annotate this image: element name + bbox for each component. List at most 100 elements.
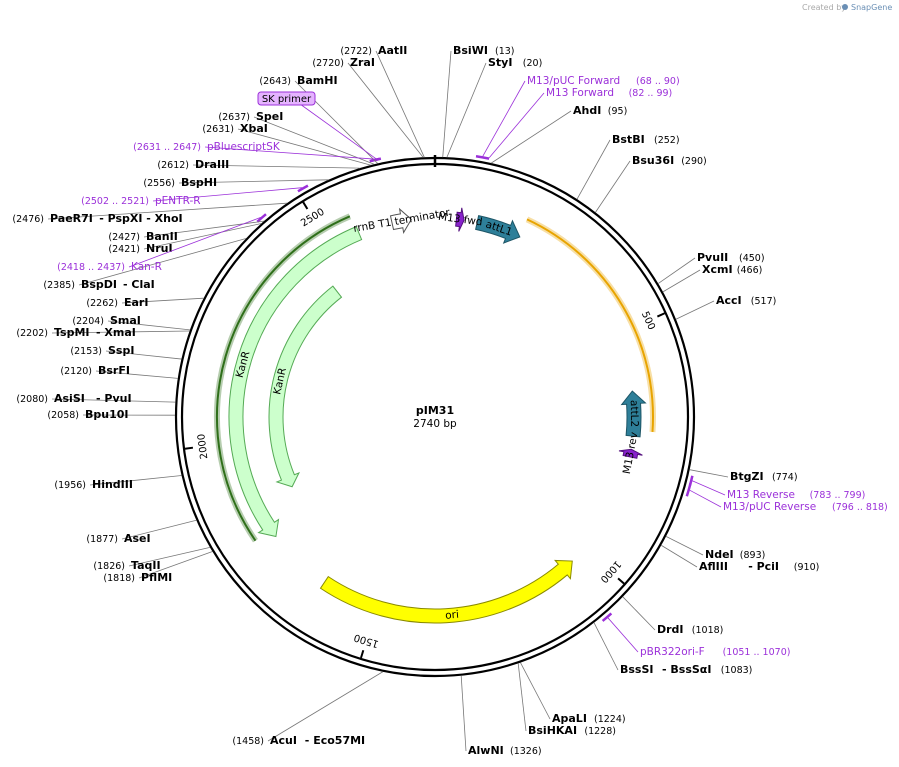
primer-leader-pentr-r [152, 187, 303, 202]
site-pos: (1083) [721, 665, 753, 676]
site-name: DraIII [195, 158, 229, 171]
site-pos: (1818) [103, 573, 135, 584]
site-pos: (13) [495, 46, 515, 57]
site-apali: ApaLI(1224) [552, 712, 626, 725]
site-pos: (252) [654, 135, 680, 146]
site-pos: (2556) [143, 178, 175, 189]
backbone-ring [174, 155, 696, 678]
site-name: PflMI [141, 571, 172, 584]
site-leader-bsrfi [95, 370, 178, 379]
feature-label-ori: ori [445, 609, 460, 622]
primer-leader-m13-reverse [692, 480, 726, 496]
site-name: NdeI [705, 548, 734, 561]
site-pvuii: PvuII(450) [697, 251, 765, 264]
site-leader-asei [121, 519, 197, 540]
site-leader-tspmi [51, 330, 190, 334]
site-pos: (2637) [218, 112, 250, 123]
site-pos: (2080) [16, 394, 48, 405]
site-leader-sspi [105, 350, 182, 360]
site-name: AcuI [270, 734, 297, 747]
site-leader-draiii [192, 164, 360, 169]
feature-attl2 [620, 390, 647, 438]
site-extra: - BssSαI [662, 663, 711, 676]
site-name: AhdI [573, 104, 601, 117]
site-bsssi: BssSI- BssSαI(1083) [620, 663, 752, 676]
pbr322-mark [601, 612, 613, 622]
feature-attl1 [475, 215, 521, 244]
tick-mark [360, 649, 365, 659]
site-leader-smai [107, 320, 191, 331]
site-name: BanII [146, 230, 178, 243]
ring-outer [174, 156, 696, 678]
site-bsrfi: (2120)BsrFI [60, 364, 130, 377]
site-pos: (2720) [312, 58, 344, 69]
site-pos: (95) [608, 106, 628, 117]
site-pflmi: (1818) PflMI [103, 571, 172, 584]
site-ndei: NdeI (893) [705, 548, 765, 561]
site-leader-pvuii [657, 257, 696, 284]
site-pos: (517) [751, 296, 777, 307]
site-leader-asisi [51, 398, 176, 403]
site-leader-bsiwi [442, 50, 452, 158]
site-extra: - PciI [748, 560, 779, 573]
tick-mark [184, 446, 194, 450]
site-bspdi: (2385)BspDI- ClaI [43, 278, 154, 291]
site-hindiii: (1956)HindIII [54, 478, 133, 491]
site-pos: (20) [523, 58, 543, 69]
feature-label-m13-fwd: M13 fwd [437, 211, 483, 229]
feature-ori [319, 559, 573, 624]
site-bpu10i: (2058)Bpu10I [47, 408, 128, 421]
primer-pos: (2418 .. 2437) [57, 262, 125, 273]
site-pos: (2385) [43, 280, 75, 291]
site-name: ZraI [350, 56, 375, 69]
site-leader-btgzi [689, 469, 729, 478]
plasmid-name: pIM31 [416, 404, 454, 417]
site-leader-bsssi [593, 622, 619, 671]
tick-mark [617, 577, 625, 585]
site-name: SpeI [256, 110, 283, 123]
site-extra: - Eco57MI [305, 734, 365, 747]
primer-pos: (82 .. 99) [629, 88, 673, 99]
primer-m13-reverse: M13 Reverse(783 .. 799) [727, 489, 865, 501]
primer-name: M13/pUC Forward [527, 75, 620, 87]
primer-m13-puc-reverse: M13/pUC Reverse(796 .. 818) [723, 501, 888, 513]
site-zrai: (2720) ZraI [312, 56, 375, 69]
site-name: AflIII [699, 560, 728, 573]
site-pos: (2427) [108, 232, 140, 243]
site-leader-afliii [660, 544, 698, 568]
site-leader-ahdi [490, 110, 572, 164]
site-name: BspHI [181, 176, 217, 189]
site-spei: (2637) SpeI [218, 110, 283, 123]
site-leader-ndei [665, 536, 704, 556]
primer-pos: (1051 .. 1070) [723, 647, 791, 658]
snapgene-logo-icon [842, 4, 848, 10]
tick-label: 1000 [598, 558, 623, 584]
site-name: StyI [488, 56, 512, 69]
site-pos: (2643) [259, 76, 291, 87]
primer-leader-pbluescriptsk [204, 146, 375, 160]
site-pos: (2202) [16, 328, 48, 339]
primer-pbluescriptsk: (2631 .. 2647)pBluescriptSK [133, 141, 281, 153]
site-xcmi: XcmI(466) [702, 263, 762, 276]
sk-primer-leader [299, 103, 377, 159]
site-name: AccI [716, 294, 742, 307]
tick-mark [302, 201, 309, 210]
site-name: TspMI [54, 326, 90, 339]
site-pos: (2204) [72, 316, 104, 327]
primer-name: M13 Reverse [727, 489, 795, 501]
site-alwni: AlwNI(1326) [468, 744, 542, 757]
primer-pos: (2502 .. 2521) [81, 196, 149, 207]
site-extra: - PspXI - XhoI [99, 212, 182, 225]
site-pos: (2631) [202, 124, 234, 135]
site-nrui: (2421)NruI [108, 242, 172, 255]
site-name: ApaLI [552, 712, 587, 725]
sites-layer: (2722)AatII(2720)ZraI(2643)BamHI(2637)Sp… [12, 44, 887, 757]
site-pos: (2421) [108, 244, 140, 255]
site-pos: (893) [740, 550, 766, 561]
site-pos: (450) [739, 253, 765, 264]
site-tspmi: (2202)TspMI- XmaI [16, 326, 135, 339]
site-name: BsrFI [98, 364, 130, 377]
site-bsphi: (2556) BspHI [143, 176, 217, 189]
